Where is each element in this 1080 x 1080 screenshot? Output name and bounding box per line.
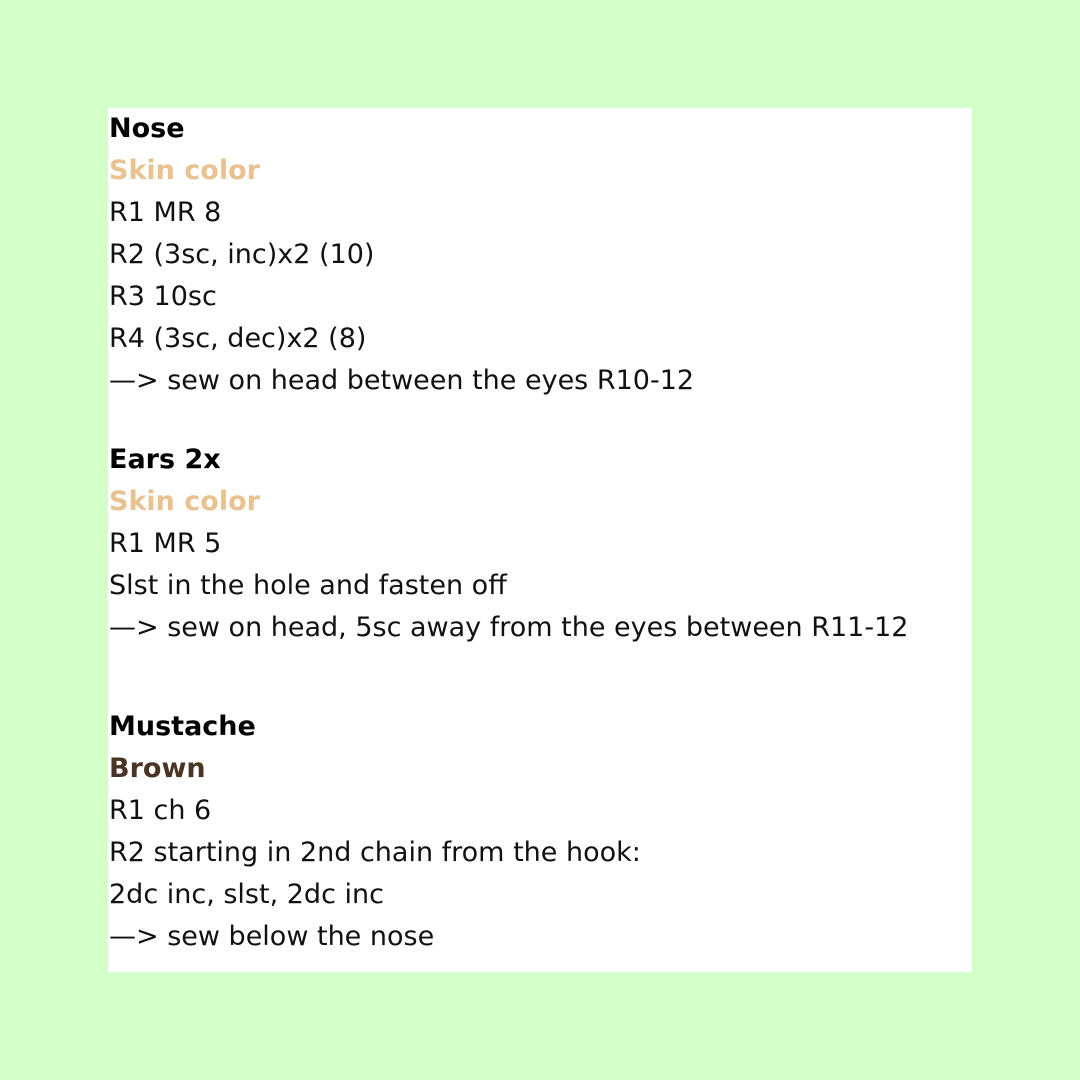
section-title: Ears 2x [109,444,221,475]
pattern-row: R3 10sc [109,281,217,312]
pattern-card: Nose Skin color R1 MR 8 R2 (3sc, inc)x2 … [108,108,972,972]
yarn-color-label: Skin color [109,155,260,186]
section-mustache: Mustache Brown R1 ch 6 R2 starting in 2n… [109,706,972,958]
pattern-instruction: —> sew on head, 5sc away from the eyes b… [109,612,909,643]
section-title: Mustache [109,711,256,742]
pattern-row: R1 ch 6 [109,795,212,826]
section-ears: Ears 2x Skin color R1 MR 5 Slst in the h… [109,439,972,649]
yarn-color-label: Brown [109,753,206,784]
pattern-row: R2 (3sc, inc)x2 (10) [109,239,375,270]
section-title: Nose [109,113,185,144]
pattern-row: R4 (3sc, dec)x2 (8) [109,323,367,354]
pattern-instruction: —> sew below the nose [109,921,435,952]
pattern-instruction: —> sew on head between the eyes R10-12 [109,365,695,396]
yarn-color-label: Skin color [109,486,260,517]
pattern-row: R2 starting in 2nd chain from the hook: [109,837,641,868]
pattern-row: Slst in the hole and fasten off [109,570,507,601]
pattern-row: 2dc inc, slst, 2dc inc [109,879,384,910]
pattern-row: R1 MR 8 [109,197,222,228]
pattern-row: R1 MR 5 [109,528,222,559]
section-nose: Nose Skin color R1 MR 8 R2 (3sc, inc)x2 … [109,108,972,402]
